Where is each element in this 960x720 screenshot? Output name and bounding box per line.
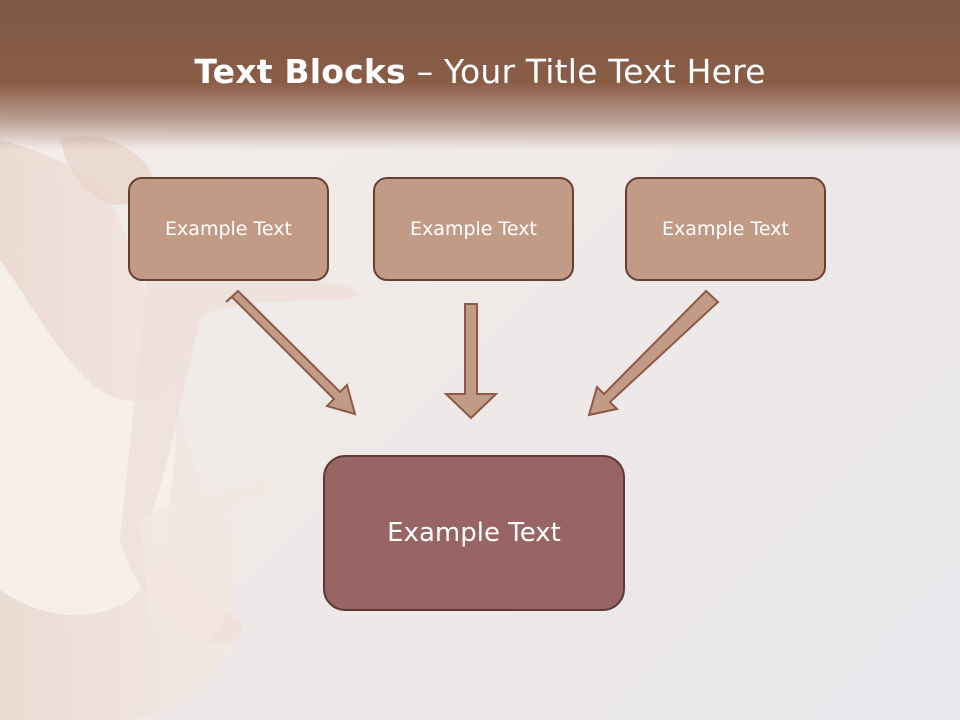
text-block-2-label: Example Text	[410, 218, 537, 240]
arrow-right-diagonal	[587, 289, 720, 417]
title-rest-part: Your Title Text Here	[443, 52, 766, 91]
text-block-3[interactable]: Example Text	[625, 177, 826, 281]
text-block-1[interactable]: Example Text	[128, 177, 329, 281]
title-bold-part: Text Blocks	[194, 52, 406, 91]
main-text-block-label: Example Text	[387, 518, 561, 548]
main-text-block[interactable]: Example Text	[323, 455, 625, 611]
figure-hand	[140, 479, 272, 644]
title-bar	[0, 0, 960, 150]
text-block-2[interactable]: Example Text	[373, 177, 574, 281]
text-block-1-label: Example Text	[165, 218, 292, 240]
slide-title: Text Blocks – Your Title Text Here	[0, 52, 960, 91]
title-dash: –	[405, 52, 444, 91]
figure-arm	[120, 250, 359, 644]
text-block-3-label: Example Text	[662, 218, 789, 240]
arrow-left-diagonal	[225, 289, 357, 416]
arrow-center-down	[443, 303, 499, 420]
